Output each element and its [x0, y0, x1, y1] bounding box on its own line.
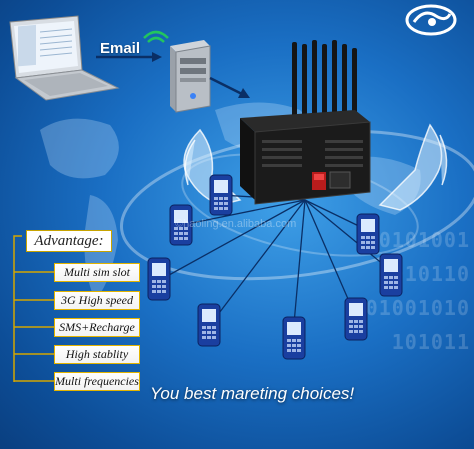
phone-icon-5 — [282, 316, 306, 360]
feature-3g-high-speed: 3G High speed — [54, 291, 140, 310]
feature-multi-frequencies: Multi frequencies — [54, 372, 140, 391]
server-icon — [170, 40, 211, 113]
arrow-to-server-icon — [96, 52, 162, 62]
binary-text-3: 01001010 — [365, 296, 470, 320]
advantage-title: Advantage: — [26, 230, 112, 252]
email-label: Email — [100, 40, 141, 57]
phone-icon-3 — [147, 257, 171, 301]
feature-bracket — [13, 235, 54, 382]
phone-icon-1 — [209, 174, 233, 216]
binary-text-4: 101011 — [391, 330, 470, 354]
arrow-to-modem-icon — [209, 76, 250, 98]
connection-lines — [159, 194, 391, 336]
phone-icon-7 — [379, 253, 403, 297]
watermark-text: ©haoling.en.alibaba.com — [175, 218, 297, 230]
laptop-icon — [9, 15, 120, 101]
gsm-modem-icon — [240, 110, 371, 205]
feature-sms-recharge: SMS+Recharge — [54, 318, 140, 337]
feature-multi-sim-slot: Multi sim slot — [54, 263, 140, 282]
antennas — [292, 40, 357, 126]
phone-icon-6 — [344, 297, 368, 341]
phone-icon-4 — [197, 303, 221, 347]
hands-icon — [183, 123, 448, 211]
binary-text-1: 0101001 — [378, 228, 470, 252]
feature-high-stability: High stablity — [54, 345, 140, 364]
wifi-icon — [143, 30, 169, 43]
phone-icon-2 — [169, 204, 193, 246]
company-logo-icon — [405, 4, 457, 36]
phone-icon-8 — [356, 213, 380, 255]
slogan-text: You best mareting choices! — [150, 384, 355, 403]
